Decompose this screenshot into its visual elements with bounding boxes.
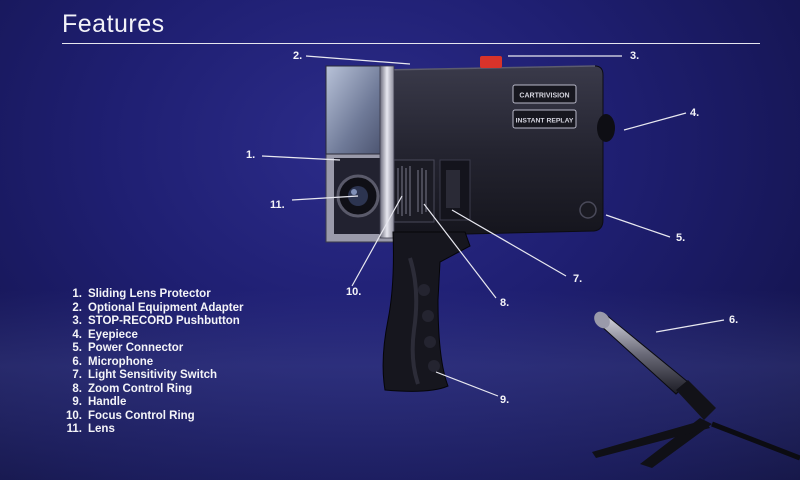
- legend-number: 6.: [72, 355, 82, 368]
- legend-item: 1. Sliding Lens Protector: [62, 288, 243, 302]
- legend-number: 2.: [72, 301, 82, 314]
- legend-item: 3. STOP-RECORD Pushbutton: [62, 315, 243, 329]
- callout-7: 7.: [573, 273, 583, 285]
- legend-item: 5. Power Connector: [62, 342, 243, 356]
- callout-8: 8.: [500, 297, 510, 309]
- leader-lines: [261, 55, 725, 397]
- callout-3: 3.: [630, 50, 640, 62]
- legend-item: 10. Focus Control Ring: [62, 410, 243, 424]
- brand-badge: CARTRIVISION: [512, 84, 577, 104]
- legend-number: 1.: [72, 288, 82, 300]
- features-legend: 1. Sliding Lens Protector 2. Optional Equi…: [62, 288, 243, 437]
- microphone: [592, 311, 800, 468]
- light-switch: [446, 170, 460, 208]
- callout-10: 10.: [346, 286, 362, 298]
- legend-item: 4. Eyepiece: [62, 329, 243, 343]
- legend-number: 4.: [72, 328, 82, 341]
- legend-label: Optional Equipment Adapter: [88, 301, 244, 314]
- callout-2: 2.: [293, 50, 303, 62]
- legend-number: 7.: [72, 369, 82, 381]
- eyepiece: [597, 114, 615, 142]
- legend-number: 10.: [66, 409, 82, 422]
- brand-badge-text: CARTRIVISION: [519, 93, 569, 100]
- legend-label: Focus Control Ring: [88, 409, 195, 422]
- power-connector: [579, 201, 597, 219]
- legend-number: 8.: [72, 382, 82, 395]
- sliding-lens-protector: [325, 65, 395, 239]
- callout-5: 5.: [676, 232, 686, 244]
- mode-badge: INSTANT REPLAY: [512, 109, 577, 129]
- legend-label: Power Connector: [88, 342, 184, 354]
- legend-label: Zoom Control Ring: [88, 382, 193, 395]
- legend-item: 7. Light Sensitivity Switch: [62, 369, 243, 383]
- callout-1: 1.: [246, 149, 256, 161]
- title-divider: [62, 43, 760, 44]
- legend-label: Light Sensitivity Switch: [88, 369, 218, 381]
- mode-badge-text: INSTANT REPLAY: [516, 118, 574, 125]
- record-button: [480, 56, 502, 68]
- legend-number: 5.: [72, 342, 82, 354]
- legend-label: STOP-RECORD Pushbutton: [88, 315, 240, 327]
- callout-6: 6.: [729, 314, 739, 326]
- legend-item: 11. Lens: [62, 423, 243, 437]
- legend-item: 9. Handle: [62, 396, 243, 410]
- callout-9: 9.: [500, 394, 510, 406]
- legend-item: 8. Zoom Control Ring: [62, 383, 243, 397]
- callout-11: 11.: [270, 199, 285, 211]
- legend-label: Handle: [88, 396, 127, 408]
- legend-item: 6. Microphone: [62, 356, 243, 370]
- control-rings: [393, 159, 435, 223]
- callout-4: 4.: [690, 107, 700, 119]
- legend-item: 2. Optional Equipment Adapter: [62, 302, 243, 316]
- legend-number: 3.: [72, 315, 82, 327]
- legend-number: 9.: [72, 396, 82, 408]
- page-title: Features: [62, 10, 165, 38]
- legend-label: Lens: [88, 423, 115, 435]
- legend-label: Eyepiece: [88, 328, 138, 341]
- legend-label: Sliding Lens Protector: [88, 288, 211, 300]
- legend-label: Microphone: [88, 355, 154, 368]
- legend-number: 11.: [66, 423, 82, 435]
